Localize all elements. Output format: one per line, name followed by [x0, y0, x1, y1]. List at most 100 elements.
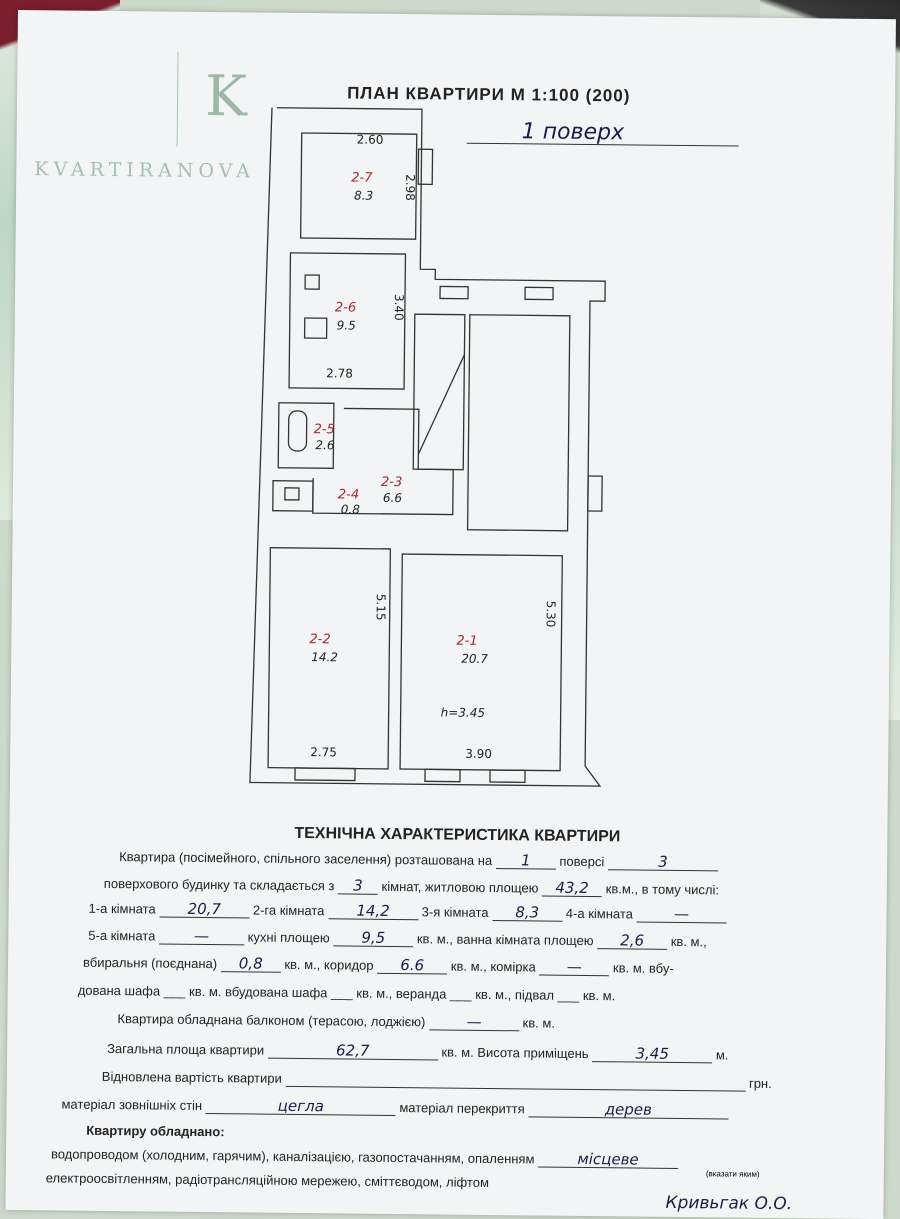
- corridor-value: 6.6: [377, 956, 448, 975]
- outer-wall: [249, 107, 606, 787]
- storage-value: —: [539, 958, 610, 977]
- room-2-1-length: 5.30: [544, 601, 558, 628]
- text: водопроводом (холодним, гарячим), каналі…: [50, 1146, 535, 1167]
- room-2-7-outline: [299, 132, 418, 240]
- text: матеріал зовнішніх стін: [61, 1096, 203, 1113]
- kitchen-value: 9,5: [333, 929, 414, 948]
- room1-value: 20,7: [159, 900, 250, 919]
- document-sheet: K KVARTIRANOVA ПЛАН КВАРТИРИ М 1:100 (20…: [5, 10, 896, 1219]
- text: вбиральня (поєднана): [82, 954, 218, 972]
- stove-icon: [303, 317, 328, 339]
- text: Квартиру обладнано:: [86, 1122, 225, 1140]
- window-2: [424, 768, 461, 783]
- text: поверсі: [559, 853, 605, 870]
- room3-value: 8,3: [492, 903, 563, 922]
- room-2-4-id: 2-4: [338, 487, 359, 502]
- room-2-2-width: 2.75: [310, 745, 337, 759]
- living-area-value: 43,2: [541, 879, 603, 898]
- text: кв. м.: [522, 1015, 556, 1031]
- text: грн.: [748, 1075, 772, 1091]
- text: 5-а кімната: [88, 927, 156, 944]
- toilet-icon: [284, 487, 300, 501]
- text: поверхового будинку та складається з: [103, 875, 335, 894]
- room-2-7-length: 2.98: [403, 174, 417, 201]
- room-2-6-area: 9.5: [337, 318, 356, 332]
- room4-value: —: [636, 905, 727, 924]
- text: дована шафа ___ кв. м. вбудована шафа __…: [77, 982, 616, 1004]
- total-area-value: 62,7: [267, 1041, 438, 1061]
- signature: Кривьгак О.О.: [665, 1192, 793, 1215]
- tech-row-11: Квартиру обладнано:: [86, 1123, 224, 1139]
- room-2-1-area: 20.7: [461, 652, 488, 666]
- room-2-3-area: 6.6: [383, 491, 403, 505]
- room-2-6-outline: [288, 252, 407, 390]
- tech-row-10: матеріал зовнішніх стін цегла матеріал п…: [61, 1096, 729, 1120]
- window-6: [524, 286, 554, 301]
- text: електроосвітленням, радіотрансляційною м…: [45, 1170, 490, 1190]
- text: кв. м. вбу-: [612, 960, 674, 976]
- tech-row-7: Квартира обладнана балконом (терасою, ло…: [117, 1011, 555, 1032]
- rooms-count-value: 3: [337, 877, 379, 895]
- tech-row-4: 5-а кімната — кухні площею 9,5 кв. м., в…: [88, 927, 707, 950]
- text: кв.м., в тому числі:: [605, 881, 720, 898]
- room-2-2-length: 5.15: [374, 594, 388, 621]
- text: кімнат, житловою площею: [381, 878, 539, 896]
- tech-row-2: поверхового будинку та складається з 3 к…: [104, 876, 719, 898]
- bath-value: 2,6: [597, 931, 668, 950]
- ceiling-value: дерев: [528, 1100, 729, 1120]
- text: Відновлена вартість квартири: [101, 1068, 282, 1086]
- room-2-5-area: 2.6: [315, 438, 335, 452]
- room-2-1-width: 3.90: [465, 747, 492, 761]
- walls-value: цегла: [205, 1097, 396, 1117]
- room-2-6-width: 2.78: [326, 366, 353, 380]
- text: Квартира (посімейного, спільного заселен…: [119, 849, 493, 869]
- room-2-4-area: 0.8: [341, 502, 361, 516]
- wc-value: 0,8: [220, 954, 281, 973]
- text: матеріал перекриття: [399, 1100, 525, 1117]
- floors-total-value: 3: [607, 853, 719, 872]
- text: кв. м., коридор: [284, 956, 374, 973]
- text: кв. м.,: [670, 933, 707, 950]
- text: Квартира обладнана балконом (терасою, ло…: [117, 1011, 426, 1030]
- window-4: [417, 148, 434, 186]
- tech-row-5: вбиральня (поєднана) 0,8 кв. м., коридор…: [82, 954, 674, 977]
- floor-plan: 2-7 8.3 2.60 2.98 2-6 9.5 2.78 3.40 2-5 …: [249, 107, 606, 787]
- room-2-1-id: 2-1: [456, 634, 477, 649]
- text: кв. м. Висота приміщень: [441, 1044, 589, 1062]
- text: кв. м., ванна кімната площею: [416, 931, 594, 949]
- heating-value: місцеве: [537, 1150, 679, 1169]
- tech-row-8: Загальна площа квартири 62,7 кв. м. Висо…: [107, 1040, 729, 1064]
- room-2-7-id: 2-7: [351, 170, 373, 185]
- tech-row-12: водопроводом (холодним, гарячим), каналі…: [50, 1146, 679, 1169]
- window-3: [489, 769, 526, 784]
- text: 4-а кімната: [565, 905, 633, 922]
- text: 1-а кімната: [88, 900, 156, 917]
- text: кв. м., комірка: [450, 958, 536, 975]
- room-2-2-area: 14.2: [311, 650, 338, 664]
- text: м.: [715, 1047, 729, 1063]
- room-2-7-area: 8.3: [354, 189, 373, 203]
- sink-icon: [304, 274, 320, 290]
- tech-row-3: 1-а кімната 20,7 2-га кімната 14,2 3-я к…: [88, 900, 727, 924]
- text: 2-га кімната: [252, 902, 325, 919]
- tech-row-13: електроосвітленням, радіотрансляційною м…: [46, 1170, 489, 1190]
- room-2-3-id: 2-3: [381, 475, 402, 490]
- tech-row-1: Квартира (посімейного, спільного заселен…: [119, 849, 719, 872]
- room2-value: 14,2: [327, 902, 419, 921]
- balcony-value: —: [428, 1013, 520, 1032]
- room-2-2-id: 2-2: [309, 632, 330, 647]
- tech-row-9: Відновлена вартість квартири грн.: [102, 1069, 772, 1092]
- stair-diagonal: [417, 354, 466, 455]
- floor-value: 1: [495, 851, 556, 870]
- window-1: [294, 767, 356, 782]
- tech-row-6: дована шафа ___ кв. м. вбудована шафа __…: [78, 983, 616, 1004]
- height-value: 3,45: [592, 1045, 713, 1064]
- room-2-5-id: 2-5: [314, 422, 335, 437]
- text: кухні площею: [247, 929, 330, 946]
- heating-note: (вказати яким): [705, 1169, 760, 1179]
- room-2-5-outline: [277, 402, 335, 469]
- room-2-7-width: 2.60: [357, 133, 384, 147]
- text: 3-я кімната: [421, 904, 489, 920]
- text: Загальна площа квартири: [107, 1040, 265, 1058]
- room-2-1-outline: [399, 553, 563, 772]
